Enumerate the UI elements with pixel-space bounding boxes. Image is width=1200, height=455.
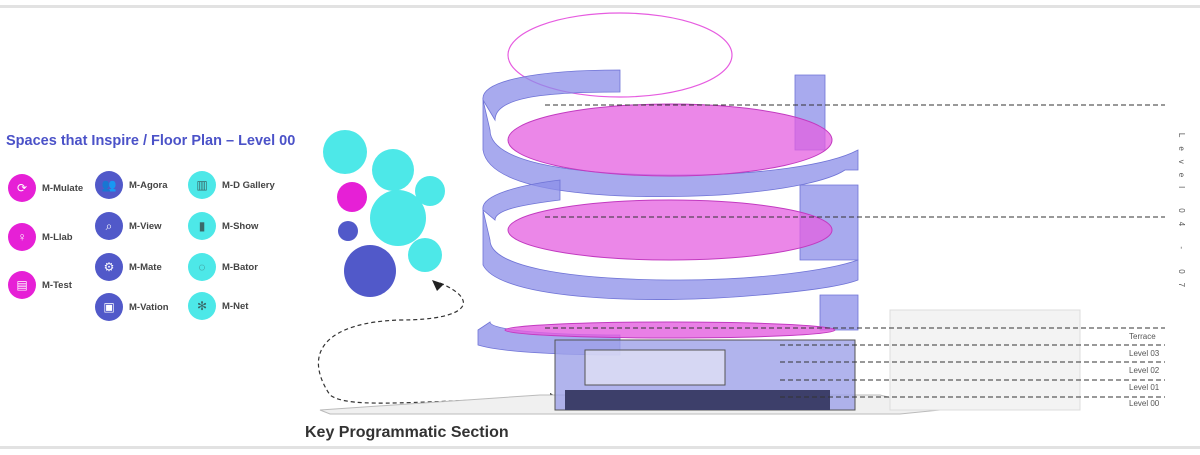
level-00-block — [565, 390, 830, 410]
network-icon — [408, 238, 442, 272]
level-label-02: Level 02 — [1129, 366, 1160, 375]
legend-item-m-mate: ⚙M-Mate — [95, 253, 162, 281]
upper-levels-label: Level 04 - 07 — [1177, 132, 1187, 297]
floor-disc-upper — [507, 103, 833, 177]
search-icon: ⌕ — [95, 212, 123, 240]
legend-item-m-show: ▮M-Show — [188, 212, 258, 240]
puzzle-icon: ▣ — [95, 293, 123, 321]
checklist-icon — [337, 182, 367, 212]
level-label-00: Level 00 — [1129, 399, 1160, 408]
checklist-icon: ▤ — [8, 271, 36, 299]
bubble-cluster — [323, 130, 445, 297]
barcode-icon — [415, 176, 445, 206]
legend-item-m-bator: ◌M-Bator — [188, 253, 258, 281]
level-label-03: Level 03 — [1129, 349, 1160, 358]
terrace-disc — [504, 321, 836, 339]
dashed-arrow — [317, 282, 556, 404]
section-caption: Key Programmatic Section — [305, 424, 509, 441]
legend-item-m-llab: ♀M-Llab — [8, 223, 73, 251]
level-label-01: Level 01 — [1129, 383, 1160, 392]
bulb-icon: ♀ — [8, 223, 36, 251]
group-icon — [344, 245, 396, 297]
film-icon — [372, 149, 414, 191]
level-label-terrace: Terrace — [1129, 332, 1156, 341]
cycle-icon: ⟳ — [8, 174, 36, 202]
arrowhead-icon — [432, 280, 444, 291]
legend-title: Spaces that Inspire / Floor Plan – Level… — [6, 133, 296, 149]
cycle-icon — [323, 130, 367, 174]
legend-item-m-net: ✻M-Net — [188, 292, 248, 320]
legend-item-m-mulate: ⟳M-Mulate — [8, 174, 83, 202]
legend-item-m-test: ▤M-Test — [8, 271, 72, 299]
network-icon: ✻ — [188, 292, 216, 320]
legend-item-m-agora: 👥M-Agora — [95, 171, 168, 199]
level-lines — [545, 104, 1165, 398]
cycle-icon: ◌ — [188, 253, 216, 281]
top-rule — [0, 5, 1200, 8]
bottom-rule — [0, 446, 1200, 449]
barcode-icon: ▥ — [188, 171, 216, 199]
roof-outline — [507, 12, 733, 98]
search-icon — [338, 221, 358, 241]
factory-icon: ⚙ — [95, 253, 123, 281]
film-icon: ▮ — [188, 212, 216, 240]
level-block — [584, 349, 726, 386]
cycle-icon — [370, 190, 426, 246]
neighbour-building — [889, 309, 1081, 411]
legend-item-m-view: ⌕M-View — [95, 212, 162, 240]
legend-item-m-d-gallery: ▥M-D Gallery — [188, 171, 275, 199]
group-icon: 👥 — [95, 171, 123, 199]
floor-disc-middle — [507, 199, 833, 261]
legend-item-m-vation: ▣M-Vation — [95, 293, 169, 321]
